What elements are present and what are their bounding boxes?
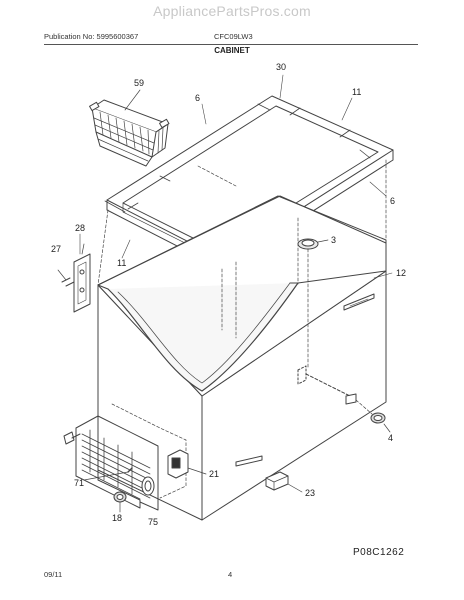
callout-27: 27 [51,244,62,254]
callout-75: 75 [148,517,159,527]
callout-11-top: 11 [352,87,362,97]
callout-4: 4 [388,433,394,443]
callout-18: 18 [112,513,123,523]
cabinet-body [97,195,387,521]
callout-23: 23 [305,488,316,498]
leader-lines [79,74,393,279]
control-part [167,449,207,479]
callout-71: 71 [74,478,85,488]
watermark: AppliancePartsPros.com [153,3,311,19]
plug-part [113,491,127,513]
diagram-code: P08C1262 [353,547,405,558]
latch-part [265,471,303,493]
callout-28: 28 [75,223,86,233]
footer-page-number: 4 [228,570,233,579]
callout-21: 21 [209,469,220,479]
publication-number: Publication No: 5995600367 [44,32,139,41]
hinge-part [57,243,91,313]
callout-30: 30 [276,62,287,72]
header-divider [44,44,418,45]
callout-59: 59 [134,78,145,88]
section-title: CABINET [214,46,250,55]
callout-3: 3 [331,235,337,245]
screw-part [63,431,133,481]
basket-part [89,89,170,167]
callout-11-left: 11 [117,258,127,268]
drain-plug-part [355,399,391,433]
callout-6-top: 6 [195,93,201,103]
callout-6-right: 6 [390,196,396,206]
model-number: CFC09LW3 [214,32,253,41]
grille-part [75,403,187,511]
callout-12: 12 [396,268,407,278]
assembly-guide-lines [97,159,387,339]
footer-date: 09/11 [44,570,63,579]
